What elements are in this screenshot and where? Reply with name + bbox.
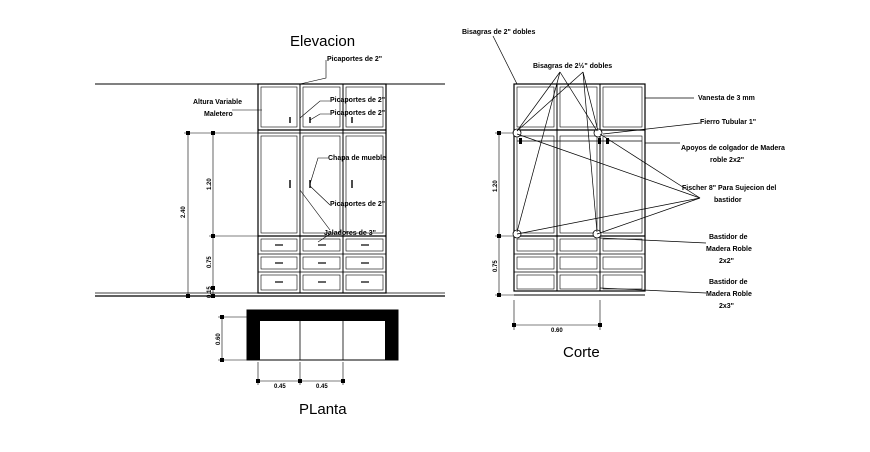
dim-section-height: 1.20 bbox=[493, 180, 499, 192]
section-upper-panel bbox=[602, 86, 643, 128]
section-dimensions bbox=[495, 132, 601, 330]
label-chapa: Chapa de mueble bbox=[328, 155, 386, 162]
label-picaportes-top: Picaportes de 2" bbox=[327, 56, 382, 63]
label-bastidor1-1: Bastidor de bbox=[709, 234, 748, 241]
section-drawer bbox=[602, 274, 643, 290]
main-door-3 bbox=[345, 135, 384, 234]
elevation-dimensions bbox=[184, 132, 258, 297]
upper-door-1 bbox=[260, 86, 298, 128]
dim-section-width: 0.60 bbox=[551, 328, 563, 334]
main-door-2 bbox=[302, 135, 341, 234]
plan-left-wall bbox=[247, 310, 260, 360]
section-view: Bisagras de 2" dobles Bisagras de 2½" do… bbox=[462, 29, 785, 361]
label-picaportes-2a: Picaportes de 2" bbox=[330, 97, 385, 104]
title-elevacion: Elevacion bbox=[290, 33, 355, 50]
wardrobe-outline bbox=[257, 83, 387, 294]
section-drawer bbox=[602, 238, 643, 252]
label-altura-variable: Altura Variable bbox=[193, 99, 242, 106]
dim-plan-width-b: 0.45 bbox=[316, 384, 328, 390]
dim-plan-depth: 0.60 bbox=[216, 333, 222, 345]
label-bastidor1-2: Madera Roble bbox=[706, 246, 752, 253]
drawer-front bbox=[260, 256, 298, 270]
title-planta: PLanta bbox=[299, 401, 347, 418]
drawer-front bbox=[345, 256, 384, 270]
main-door-1 bbox=[260, 135, 298, 234]
upper-door-3 bbox=[345, 86, 384, 128]
label-picaportes-3: Picaportes de 2" bbox=[330, 201, 385, 208]
section-main-panel bbox=[559, 135, 598, 234]
label-jaladores: Jaladores de 3" bbox=[324, 230, 376, 237]
label-fierro: Fierro Tubular 1" bbox=[700, 119, 756, 126]
dim-upper-door: 1.20 bbox=[207, 178, 213, 190]
plan-view: 0.60 0.45 0.45 PLanta bbox=[216, 309, 399, 418]
section-outline bbox=[513, 83, 646, 292]
plan-right-wall bbox=[385, 310, 398, 360]
elevation-dim-ticks bbox=[186, 131, 215, 298]
drawer-front bbox=[260, 238, 298, 252]
label-maletero: Maletero bbox=[204, 111, 233, 118]
label-bastidor1-3: 2x2" bbox=[719, 258, 734, 265]
label-picaportes-2b: Picaportes de 2" bbox=[330, 110, 385, 117]
section-upper-panel bbox=[516, 86, 555, 128]
section-drawer bbox=[559, 256, 598, 270]
drawer-pulls bbox=[275, 244, 369, 283]
elevation-view: Elevacion bbox=[95, 33, 445, 298]
section-main-panel bbox=[602, 135, 643, 234]
label-bastidor2-2: Madera Roble bbox=[706, 291, 752, 298]
dim-plan-width-a: 0.45 bbox=[274, 384, 286, 390]
drawer-front bbox=[302, 238, 341, 252]
drawer-front bbox=[345, 238, 384, 252]
section-dim-ticks bbox=[497, 131, 602, 327]
drawer-front bbox=[260, 274, 298, 291]
dim-section-lower: 0.75 bbox=[493, 260, 499, 272]
section-drawer bbox=[516, 238, 555, 252]
dim-drawers: 0.75 bbox=[207, 256, 213, 268]
drawer-front bbox=[345, 274, 384, 291]
label-apoyos-2: roble 2x2" bbox=[710, 157, 744, 164]
plan-dim-ticks bbox=[220, 315, 345, 383]
drawer-front bbox=[302, 256, 341, 270]
section-leaders bbox=[492, 35, 707, 294]
title-corte: Corte bbox=[563, 344, 600, 361]
section-drawer bbox=[559, 238, 598, 252]
dim-total-height: 2.40 bbox=[181, 206, 187, 218]
section-drawer bbox=[516, 274, 555, 290]
label-bastidor2-1: Bastidor de bbox=[709, 279, 748, 286]
label-apoyos-1: Apoyos de colgador de Madera bbox=[681, 145, 785, 152]
label-bisagras-2: Bisagras de 2½" dobles bbox=[533, 62, 612, 70]
upper-door-2 bbox=[302, 86, 341, 128]
elevation-leaders bbox=[232, 60, 331, 243]
section-upper-panel bbox=[559, 86, 598, 128]
label-fischer-2: bastidor bbox=[714, 197, 742, 204]
label-fischer-1: Fischer 8" Para Sujecion del bbox=[682, 185, 776, 192]
plan-back-wall bbox=[247, 310, 398, 321]
rod-supports bbox=[519, 138, 609, 144]
dim-base: 0.15 bbox=[207, 286, 213, 298]
drawer-front bbox=[302, 274, 341, 291]
label-bisagras-1: Bisagras de 2" dobles bbox=[462, 29, 535, 36]
label-vanesta: Vanesta de 3 mm bbox=[698, 95, 755, 102]
label-bastidor2-3: 2x3" bbox=[719, 303, 734, 310]
section-drawer bbox=[516, 256, 555, 270]
section-drawer bbox=[559, 274, 598, 290]
section-drawer bbox=[602, 256, 643, 270]
section-main-panel bbox=[516, 135, 555, 234]
